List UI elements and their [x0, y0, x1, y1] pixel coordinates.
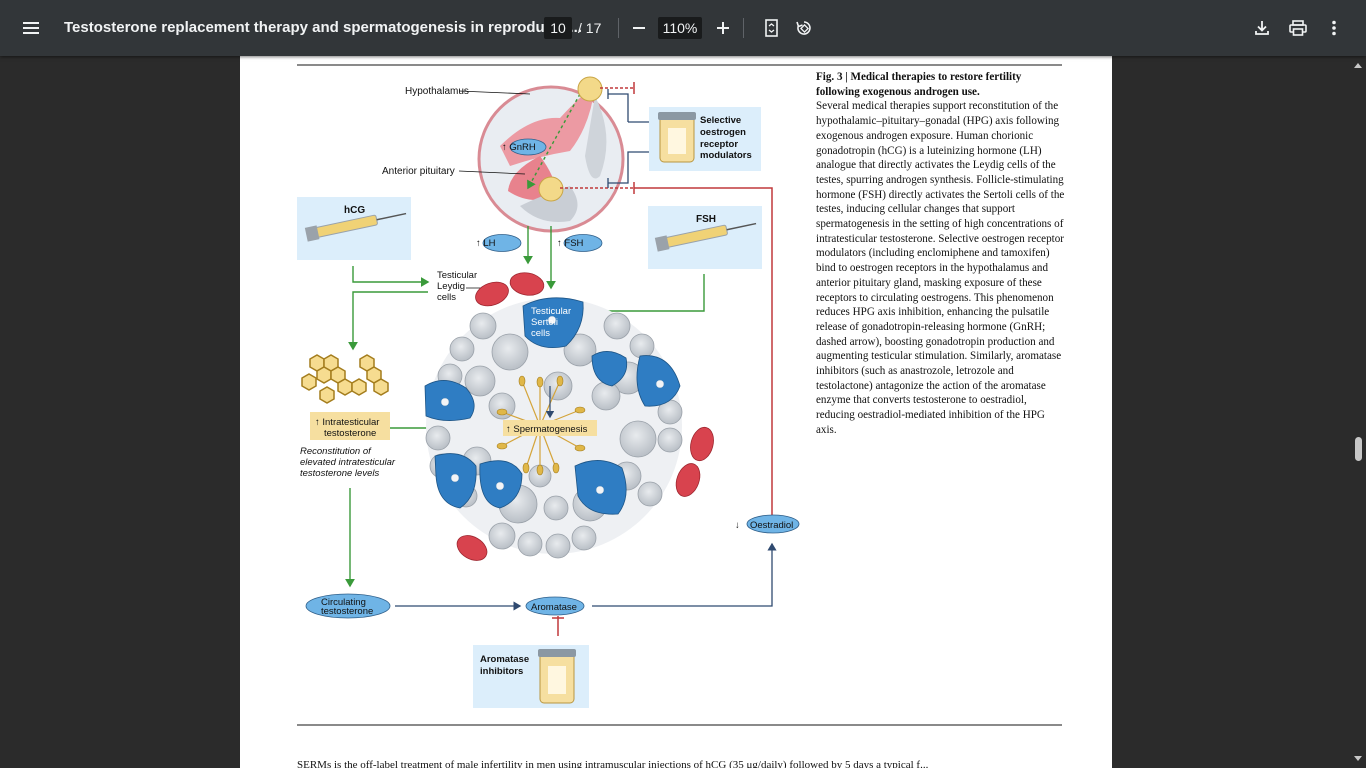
print-icon[interactable]	[1284, 14, 1312, 42]
gnrh-label: ↑ GnRH	[502, 142, 536, 153]
fsh-oval	[563, 234, 603, 252]
reconstitution-label-2: elevated intratesticular	[300, 457, 396, 468]
scrollbar-thumb[interactable]	[1355, 437, 1362, 461]
leydig-label-2: Leydig	[437, 281, 465, 292]
figure-caption: Fig. 3 | Medical therapies to restore fe…	[816, 70, 1066, 438]
serm-label-4: modulators	[700, 150, 752, 161]
svg-text:Reconstitution of elevat: Reconstitution of elevated intratesticul…	[300, 446, 398, 479]
intratesticular-label-2: testosterone	[324, 428, 376, 439]
sertoli-label-2: Sertoli	[531, 317, 558, 328]
toolbar-divider	[618, 18, 619, 38]
sertoli-label-3: cells	[531, 328, 550, 339]
leydig-label-3: cells	[437, 292, 456, 303]
figure-diagram: Hypothalamus Anterior pituitary ↑ GnRH S…	[297, 64, 1062, 726]
circulating-testosterone-oval	[305, 593, 391, 619]
svg-text:Testicular Sertoli: Testicular Sertoli cells	[531, 306, 574, 339]
svg-text:Testicular Leydig: Testicular Leydig cells	[437, 270, 480, 303]
serm-label-3: receptor	[700, 139, 738, 150]
body-text-partial: SERMs is the off-label treatment of male…	[297, 759, 929, 768]
aromatase-label: Aromatase	[531, 602, 577, 613]
circulating-label-2: testosterone	[321, 606, 373, 617]
reconstitution-label-1: Reconstitution of	[300, 446, 372, 457]
svg-text:Aromatase inhibitors: Aromatase inhibitors	[480, 654, 532, 677]
circulating-label-1: Circulating	[321, 597, 366, 608]
svg-text:Circulating testosterone: Circulating testosterone	[321, 597, 373, 617]
intratesticular-box	[310, 412, 390, 440]
lh-oval	[482, 234, 522, 252]
aromatase-oval	[525, 596, 585, 616]
document-title: Testosterone replacement therapy and spe…	[64, 19, 582, 36]
viewer-left-margin	[0, 56, 240, 768]
spermatogenesis-box	[503, 420, 597, 436]
page-total: / 17	[578, 20, 602, 36]
toolbar-divider	[743, 18, 744, 38]
oestradiol-oval	[746, 514, 800, 534]
oestradiol-arrow: ↓	[735, 520, 740, 531]
serm-label-2: oestrogen	[700, 127, 746, 138]
menu-icon[interactable]	[18, 14, 46, 42]
spermatogenesis-label: ↑ Spermatogenesis	[506, 424, 588, 435]
hypothalamus-label: Hypothalamus	[405, 86, 469, 97]
zoom-in-icon[interactable]	[709, 14, 737, 42]
serm-label-1: Selective	[700, 115, 741, 126]
gnrh-oval	[509, 138, 547, 156]
intratesticular-label-1: ↑ Intratesticular	[315, 417, 379, 428]
zoom-out-icon[interactable]	[625, 14, 653, 42]
sertoli-label-1: Testicular	[531, 306, 571, 317]
pdf-toolbar: Testosterone replacement therapy and spe…	[0, 0, 1366, 56]
svg-text:↑ Intratesticular testos: ↑ Intratesticular testosterone	[315, 417, 382, 439]
svg-text:Selective oestrogen: Selective oestrogen receptor modulators	[700, 115, 752, 161]
oestradiol-label: Oestradiol	[750, 520, 793, 531]
hypothalamus-pituitary-illustration	[477, 85, 625, 233]
lh-label: ↑ LH	[476, 238, 496, 249]
anterior-pituitary-label: Anterior pituitary	[382, 166, 455, 177]
rotate-icon[interactable]	[790, 14, 818, 42]
testosterone-molecules	[301, 354, 389, 404]
pdf-page: Hypothalamus Anterior pituitary ↑ GnRH S…	[240, 56, 1112, 768]
more-icon[interactable]	[1320, 14, 1348, 42]
aromatase-inhibitors-label-1: Aromatase	[480, 654, 529, 665]
page-number-input[interactable]: 10	[544, 17, 572, 39]
reconstitution-label-3: testosterone levels	[300, 468, 379, 479]
zoom-input[interactable]: 110%	[658, 17, 702, 39]
hcg-label: hCG	[344, 205, 365, 216]
caption-body: Several medical therapies support recons…	[816, 100, 1065, 436]
aromatase-inhibitors-label-2: inhibitors	[480, 666, 523, 677]
viewer-right-margin	[1112, 56, 1366, 768]
caption-title: Fig. 3 | Medical therapies to restore fe…	[816, 71, 1022, 98]
fsh-box-label: FSH	[696, 214, 716, 225]
fsh-hormone-label: ↑ FSH	[557, 238, 584, 249]
scrollbar[interactable]	[1350, 56, 1366, 768]
fit-page-icon[interactable]	[758, 14, 786, 42]
oestradiol-inhibition-path	[552, 82, 773, 636]
leydig-label-1: Testicular	[437, 270, 477, 281]
download-icon[interactable]	[1248, 14, 1276, 42]
